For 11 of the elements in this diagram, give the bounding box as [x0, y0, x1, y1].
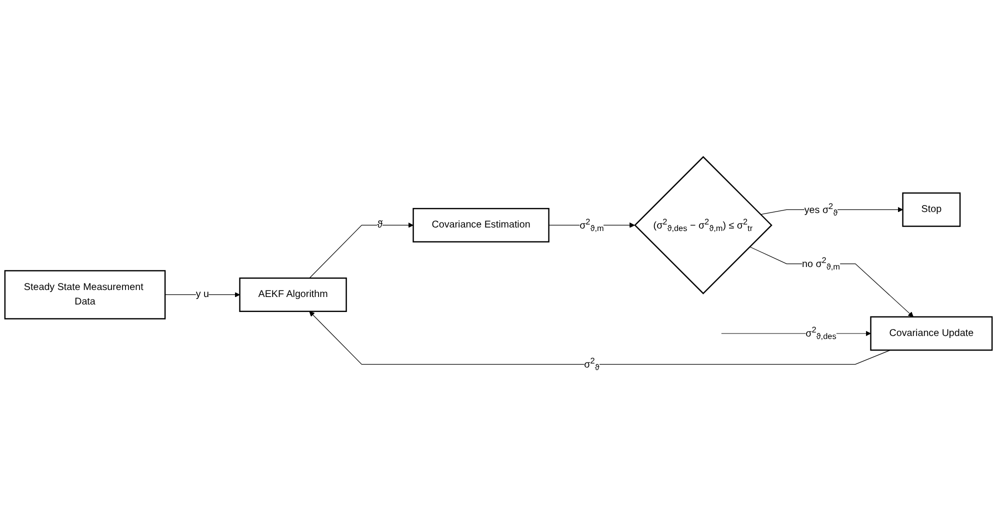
- arrow: [309, 311, 891, 365]
- node-box: Covariance Update: [870, 316, 993, 351]
- edge-label: ϑ̂: [377, 220, 382, 230]
- arrow: [164, 292, 240, 298]
- arrow: [749, 246, 914, 318]
- node-box: Covariance Estimation: [412, 208, 550, 243]
- node-box: AEKF Algorithm: [239, 278, 347, 312]
- edge-label: y u: [196, 289, 209, 300]
- node-box: Stop: [902, 192, 961, 228]
- node-box: Steady State Measurement Data: [4, 270, 166, 320]
- arrow: [309, 222, 414, 279]
